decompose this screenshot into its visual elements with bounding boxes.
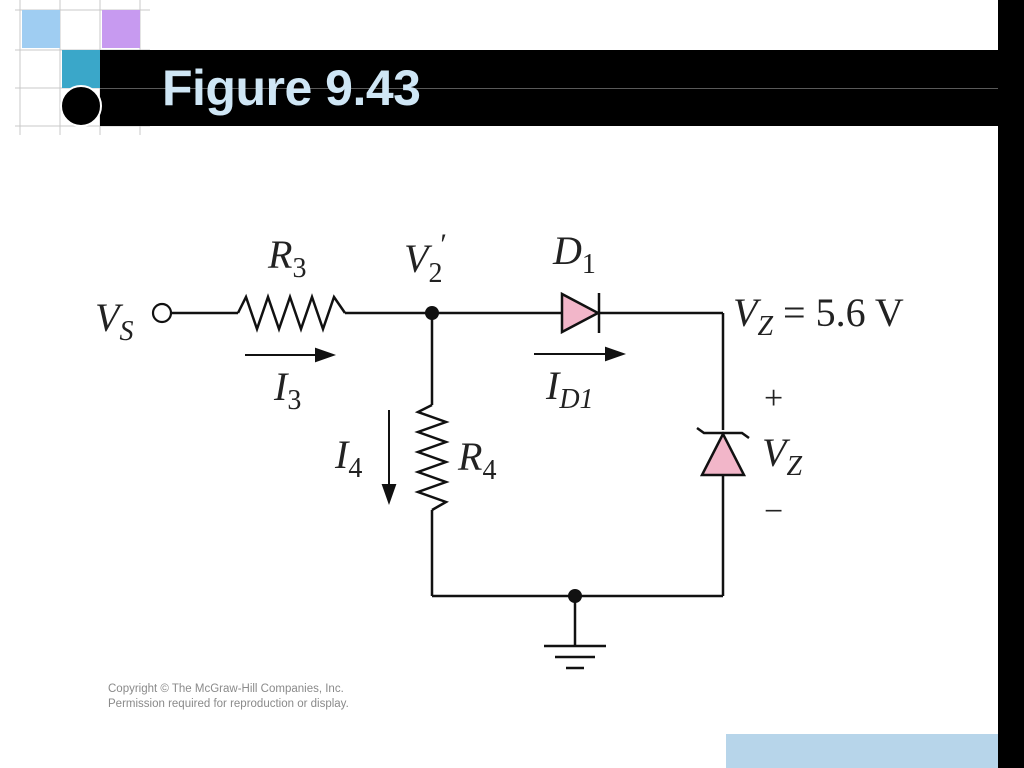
deco-square-purple [102,10,140,48]
corner-decoration [15,0,150,135]
label-r3: R3 [267,232,306,284]
resistor-r3 [236,293,347,333]
node-ground-dot [568,589,582,603]
copyright-line-1: Copyright © The McGraw-Hill Companies, I… [108,683,344,695]
resistor-r4 [414,403,450,512]
corner-circle [60,85,102,127]
label-vz-minus: − [764,493,783,530]
label-d1: D1 [552,228,596,280]
title-bar [100,50,998,126]
label-vz-plus: + [764,380,783,417]
label-vz: VZ [762,430,802,482]
vs-terminal [151,302,173,324]
deco-square-teal [62,50,100,88]
i3-arrow-icon [315,347,337,363]
zener-diode [699,431,747,477]
right-edge-bar [998,0,1024,768]
label-i3: I3 [273,364,301,416]
slide-title: Figure 9.43 [162,60,421,116]
circuit-diagram: VS R3 V2′ D1 VZ = 5.6 V I3 ID1 I4 R4 + V… [95,228,904,670]
copyright-notice: Copyright © The McGraw-Hill Companies, I… [108,682,349,712]
label-vz-value: VZ = 5.6 V [733,290,904,342]
diode-d1 [560,291,601,335]
node-v2-dot [425,306,439,320]
label-id1: ID1 [545,363,594,415]
label-v2: V2′ [404,228,445,289]
deco-square-lightblue [22,10,60,48]
label-i4: I4 [334,432,362,484]
id1-arrow-icon [605,346,627,362]
bottom-right-box [726,734,998,768]
i4-arrow-icon [381,484,397,506]
label-vs: VS [95,295,133,347]
copyright-line-2: Permission required for reproduction or … [108,698,349,710]
title-rule [100,88,998,89]
label-r4: R4 [457,434,496,486]
